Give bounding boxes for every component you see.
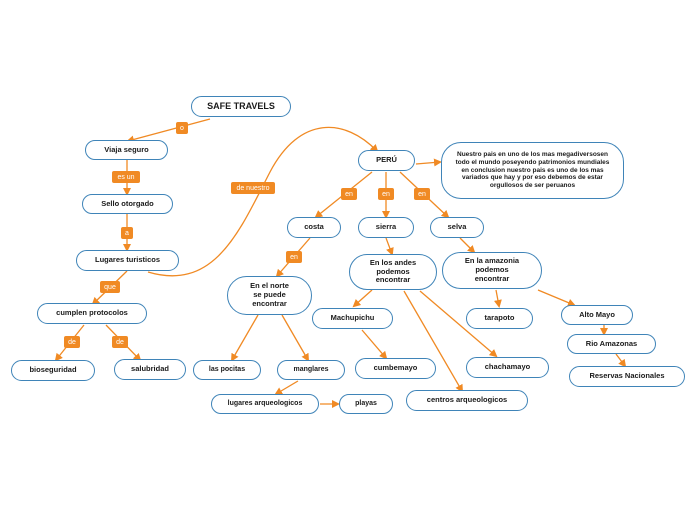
link-label-es-un: es un xyxy=(112,171,140,183)
link-label-en-sierra: en xyxy=(378,188,394,200)
node-cumbemayo[interactable]: cumbemayo xyxy=(355,358,436,379)
edge-sierra-andes xyxy=(385,237,394,256)
link-label-en-costa: en xyxy=(341,188,357,200)
node-las-pocitas[interactable]: las pocitas xyxy=(193,360,261,380)
edge-safe-viaja xyxy=(126,118,211,144)
link-label-de-nuestro: de nuestro xyxy=(231,182,275,194)
node-tarapoto[interactable]: tarapoto xyxy=(466,308,533,329)
edge-machu-cumbe xyxy=(361,329,388,360)
link-label-en-selva: en xyxy=(414,188,430,200)
link-label-a: a xyxy=(121,227,133,239)
node-norte[interactable]: En el norte se puede encontrar xyxy=(227,276,312,315)
link-label-que: que xyxy=(100,281,120,293)
edge-norte-pocitas xyxy=(230,314,259,362)
node-costa[interactable]: costa xyxy=(287,217,341,238)
node-andes[interactable]: En los andes podemos encontrar xyxy=(349,254,437,290)
node-alto-mayo[interactable]: Alto Mayo xyxy=(561,305,633,325)
edge-norte-manglares xyxy=(281,314,310,362)
edge-selva-amazonia xyxy=(459,237,476,254)
node-manglares[interactable]: manglares xyxy=(277,360,345,380)
edge-amazonia-alto xyxy=(537,289,576,307)
node-sello-otorgado[interactable]: Sello otorgado xyxy=(82,194,173,214)
node-bioseguridad[interactable]: bioseguridad xyxy=(11,360,95,381)
node-lugares-arqueologicos[interactable]: lugares arqueologicos xyxy=(211,394,319,414)
edge-manglares-arq xyxy=(274,380,299,396)
node-amazonia[interactable]: En la amazonia podemos encontrar xyxy=(442,252,542,289)
node-centros-arqueologicos[interactable]: centros arqueologicos xyxy=(406,390,528,411)
edge-rio-reservas xyxy=(615,353,627,368)
edge-lugares-peru xyxy=(147,126,379,277)
node-reservas-nacionales[interactable]: Reservas Nacionales xyxy=(569,366,685,387)
node-info[interactable]: Nuestro pais en uno de los mas megadiver… xyxy=(441,142,624,199)
node-safe-travels[interactable]: SAFE TRAVELS xyxy=(191,96,291,117)
node-selva[interactable]: selva xyxy=(430,217,484,238)
edge-andes-chacha xyxy=(419,290,498,358)
node-lugares-turisticos[interactable]: Lugares turisticos xyxy=(76,250,179,271)
node-viaja-seguro[interactable]: Viaja seguro xyxy=(85,140,168,160)
node-playas[interactable]: playas xyxy=(339,394,393,414)
node-sierra[interactable]: sierra xyxy=(358,217,414,238)
link-label-de-left: de xyxy=(64,336,80,348)
node-rio-amazonas[interactable]: Rio Amazonas xyxy=(567,334,656,354)
edge-andes-centros xyxy=(403,290,464,393)
link-label-de-right: de xyxy=(112,336,128,348)
node-machupichu[interactable]: Machupichu xyxy=(312,308,393,329)
node-chachamayo[interactable]: chachamayo xyxy=(466,357,549,378)
node-peru[interactable]: PERÚ xyxy=(358,150,415,171)
node-cumplen-protocolos[interactable]: cumplen protocolos xyxy=(37,303,147,324)
edge-amazonia-tarapoto xyxy=(493,289,502,308)
edge-peru-info xyxy=(415,158,442,167)
edge-andes-machu xyxy=(352,289,373,308)
link-label-en-norte: en xyxy=(286,251,302,263)
node-salubridad[interactable]: salubridad xyxy=(114,359,186,380)
link-label-o: o xyxy=(176,122,188,134)
